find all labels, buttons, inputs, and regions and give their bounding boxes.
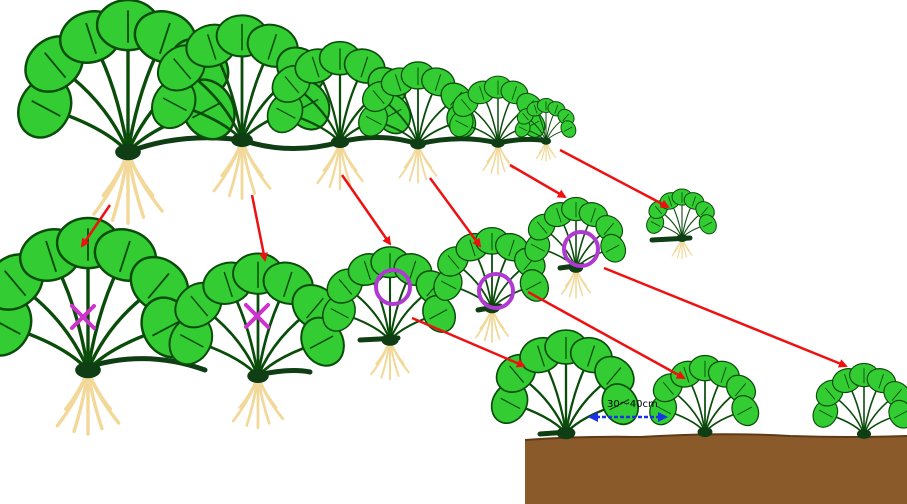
accept-mark-3 — [562, 230, 600, 268]
reject-mark-2 — [244, 303, 270, 329]
daughter-plant-2-roots — [316, 140, 364, 191]
planted-strawberry-1-leaves — [490, 329, 639, 434]
daughter-plant-3-roots — [398, 143, 438, 184]
separated-plant-6-leaves — [646, 188, 717, 239]
arrow-sel5-to-bed3 — [603, 266, 848, 368]
runner-1 — [125, 135, 245, 155]
transition-arrows — [80, 148, 848, 380]
reject-mark-1 — [70, 304, 96, 330]
daughter-plant-1-roots — [212, 138, 272, 200]
arrow-p5-to-sel6 — [559, 148, 670, 209]
planted-strawberry-1 — [490, 329, 639, 440]
planted-strawberry-3-leaves — [812, 362, 907, 435]
planted-strawberry-3 — [812, 362, 907, 439]
runner-5 — [495, 136, 551, 146]
runner-stub-1 — [92, 356, 208, 373]
separated-plant-2 — [168, 252, 345, 430]
separated-plant-1-roots — [55, 368, 121, 436]
soil-surface-line — [524, 433, 907, 441]
arrow-sel3-to-bed1 — [411, 316, 526, 368]
daughter-plant-5-leaves — [514, 97, 577, 142]
arrow-p4-to-sel5 — [509, 163, 567, 199]
daughter-plant-1 — [151, 14, 331, 200]
arrow-mother-to-sel1 — [80, 204, 112, 248]
arrow-p3-to-sel4 — [428, 177, 482, 248]
planted-strawberry-2 — [649, 354, 760, 438]
arrow-sel4-to-bed2 — [527, 290, 686, 380]
spacing-label: 30〜40cm — [607, 399, 658, 410]
separated-plant-2-roots — [231, 374, 285, 430]
runner-4 — [415, 136, 501, 147]
arrow-p2-to-sel3 — [340, 174, 392, 246]
separated-plant-1 — [0, 216, 196, 436]
mother-plant-leaves — [17, 0, 236, 154]
selection-marks — [70, 230, 600, 330]
arrow-p1-to-sel2 — [250, 194, 269, 262]
daughter-plant-5 — [514, 97, 577, 162]
runner-3 — [337, 134, 421, 147]
plants-layer — [0, 0, 907, 440]
separated-plant-5-leaves — [524, 196, 627, 269]
accept-mark-1 — [374, 268, 412, 306]
spacing-indicator: 30〜40cm — [588, 399, 668, 422]
separated-plant-5 — [524, 196, 627, 299]
soil-bed — [525, 434, 907, 504]
accept-mark-2 — [477, 272, 515, 310]
planted-strawberry-2-leaves — [649, 354, 760, 433]
separated-plant-3-roots — [370, 338, 410, 381]
runner-2 — [239, 137, 343, 152]
